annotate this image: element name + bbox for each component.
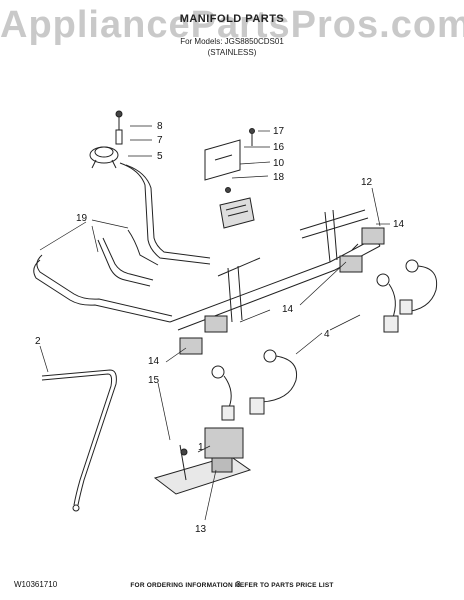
center-valves — [179, 315, 298, 421]
callout-1: 1 — [198, 442, 204, 453]
callout-14-left: 14 — [148, 356, 160, 367]
watermark: AppliancePartsPros.com — [0, 4, 464, 46]
page-number: 3 — [236, 580, 241, 589]
callout-17: 17 — [273, 126, 285, 137]
ignition-module — [219, 187, 255, 229]
callout-leaders — [39, 125, 390, 521]
model-line: For Models: JGS8850CDS01 — [180, 37, 284, 46]
callout-13: 13 — [195, 524, 207, 535]
main-valve — [153, 427, 252, 495]
callout-14-right: 14 — [393, 219, 405, 230]
callout-16: 16 — [273, 142, 285, 153]
callout-18: 18 — [273, 172, 285, 183]
callout-19: 19 — [76, 213, 88, 224]
callout-15: 15 — [148, 375, 160, 386]
manifold-tube — [169, 209, 381, 331]
gas-line-tubes — [33, 162, 211, 323]
callout-2: 2 — [35, 336, 41, 347]
supply-tube — [41, 369, 117, 512]
bracket — [204, 128, 255, 181]
callout-4: 4 — [324, 329, 330, 340]
callout-10: 10 — [273, 158, 285, 169]
callout-5: 5 — [157, 151, 163, 162]
diagram-title: MANIFOLD PARTS — [179, 13, 285, 25]
callout-7: 7 — [157, 135, 163, 146]
callout-labels: 8 7 5 17 16 10 18 12 14 19 2 14 4 14 15 … — [35, 121, 405, 535]
callout-14-center: 14 — [282, 304, 294, 315]
right-valves — [339, 227, 438, 333]
callout-8: 8 — [157, 121, 163, 132]
regulator-assembly — [89, 110, 123, 169]
document-number: W10361710 — [14, 580, 58, 589]
finish-line: (STAINLESS) — [207, 48, 257, 57]
callout-12: 12 — [361, 177, 373, 188]
ordering-note: FOR ORDERING INFORMATION REFER TO PARTS … — [130, 582, 334, 589]
